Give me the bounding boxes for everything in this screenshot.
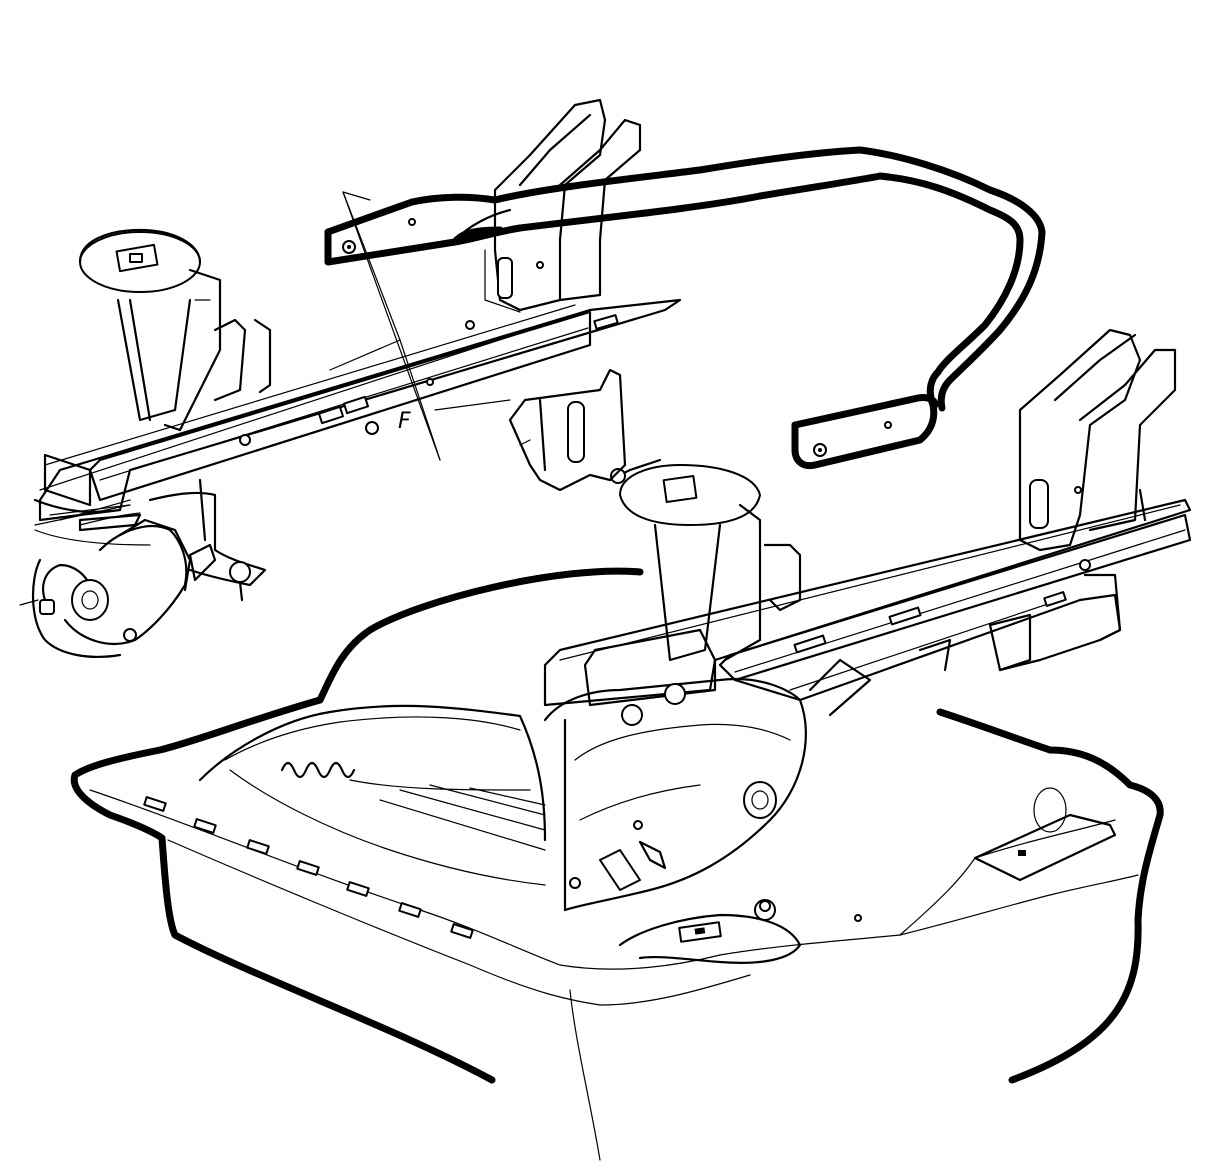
coil-spring [280, 761, 531, 791]
hub-assembly [34, 478, 267, 602]
right-frame-rail [543, 498, 1192, 726]
steering-knuckle [19, 518, 217, 658]
callout: F [329, 191, 511, 461]
left-frame-rail [33, 218, 682, 526]
left-rail-brackets [484, 98, 642, 313]
stabilizer-bar [324, 146, 1046, 470]
right-upper-control-arm-mount [608, 458, 802, 662]
pan-flange-slots [143, 796, 474, 939]
front-crossmember [543, 677, 1117, 964]
middle-bracket [508, 368, 627, 492]
left-upper-control-arm-mount [78, 228, 272, 432]
engine-oil-pan [70, 567, 1164, 1161]
right-rail-brackets [1018, 328, 1177, 642]
callout-letter-label: F [398, 409, 411, 434]
